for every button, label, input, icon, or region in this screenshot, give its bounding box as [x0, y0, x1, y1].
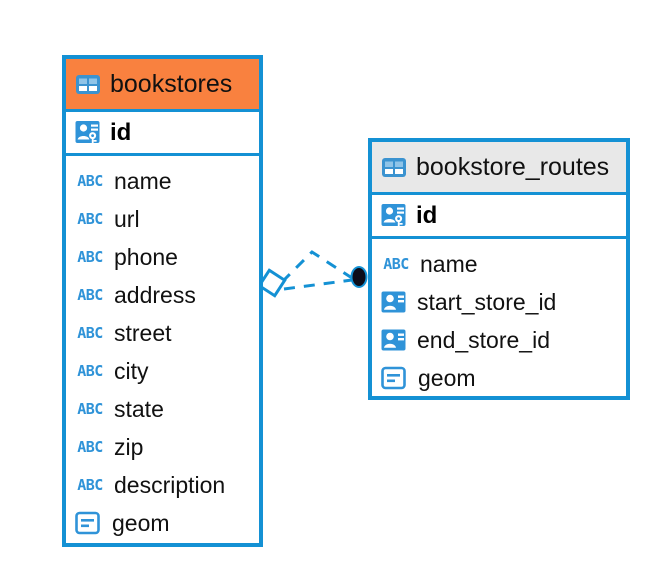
field-row-name[interactable]: ABC name [66, 162, 259, 200]
field-label: state [114, 395, 164, 422]
primary-key-icon [381, 203, 408, 229]
entity-bookstore-routes[interactable]: bookstore_routes id ABC [368, 138, 630, 400]
relationship-line-lower[interactable] [283, 278, 353, 291]
field-label: city [114, 357, 149, 384]
field-row-geom[interactable]: geom [372, 359, 626, 397]
field-row-description[interactable]: ABC description [66, 466, 259, 504]
field-label: id [110, 118, 132, 146]
field-label: geom [418, 364, 476, 391]
entity-header-bookstores[interactable]: bookstores [66, 59, 259, 109]
field-row-zip[interactable]: ABC zip [66, 428, 259, 466]
field-label: phone [114, 243, 178, 270]
text-abc-icon: ABC [77, 323, 103, 342]
field-row-city[interactable]: ABC city [66, 352, 259, 390]
foreign-key-icon [381, 328, 408, 352]
text-abc-icon: ABC [77, 437, 103, 456]
field-list-bookstore-routes: ABC name start_store_id [372, 239, 626, 403]
field-label: url [114, 205, 140, 232]
field-label: start_store_id [417, 288, 557, 315]
text-abc-icon: ABC [77, 209, 103, 228]
geometry-icon [381, 366, 409, 390]
field-label: name [114, 167, 172, 194]
field-label: street [114, 319, 172, 346]
field-row-phone[interactable]: ABC phone [66, 238, 259, 276]
text-abc-icon: ABC [77, 285, 103, 304]
field-row-state[interactable]: ABC state [66, 390, 259, 428]
field-row-end-store-id[interactable]: end_store_id [372, 321, 626, 359]
relationship-circle-marker[interactable] [350, 266, 368, 288]
field-list-bookstores: ABC name ABC url ABC phone ABC address A… [66, 156, 259, 548]
text-abc-icon: ABC [77, 475, 103, 494]
field-label: description [114, 471, 226, 498]
field-label: geom [112, 509, 170, 536]
field-label: zip [114, 433, 144, 460]
entity-title: bookstore_routes [416, 152, 610, 181]
table-icon [381, 157, 407, 178]
text-abc-icon: ABC [77, 399, 103, 418]
text-abc-icon: ABC [383, 254, 409, 273]
text-abc-icon: ABC [77, 361, 103, 380]
field-row-street[interactable]: ABC street [66, 314, 259, 352]
primary-key-icon [75, 120, 102, 146]
field-row-primary-key[interactable]: id [66, 109, 259, 156]
table-icon [75, 74, 101, 95]
field-label: address [114, 281, 196, 308]
entity-title: bookstores [110, 69, 233, 98]
field-label: name [420, 250, 478, 277]
field-row-geom[interactable]: geom [66, 504, 259, 542]
relationship-line-upper[interactable] [280, 250, 353, 284]
field-row-url[interactable]: ABC url [66, 200, 259, 238]
field-row-address[interactable]: ABC address [66, 276, 259, 314]
field-label: id [416, 201, 438, 229]
field-row-primary-key[interactable]: id [372, 192, 626, 239]
field-row-name[interactable]: ABC name [372, 245, 626, 283]
entity-bookstores[interactable]: bookstores id ABC [62, 55, 263, 547]
field-row-start-store-id[interactable]: start_store_id [372, 283, 626, 321]
geometry-icon [75, 511, 103, 535]
field-label: end_store_id [417, 326, 550, 353]
entity-header-bookstore-routes[interactable]: bookstore_routes [372, 142, 626, 192]
text-abc-icon: ABC [77, 247, 103, 266]
text-abc-icon: ABC [77, 171, 103, 190]
foreign-key-icon [381, 290, 408, 314]
